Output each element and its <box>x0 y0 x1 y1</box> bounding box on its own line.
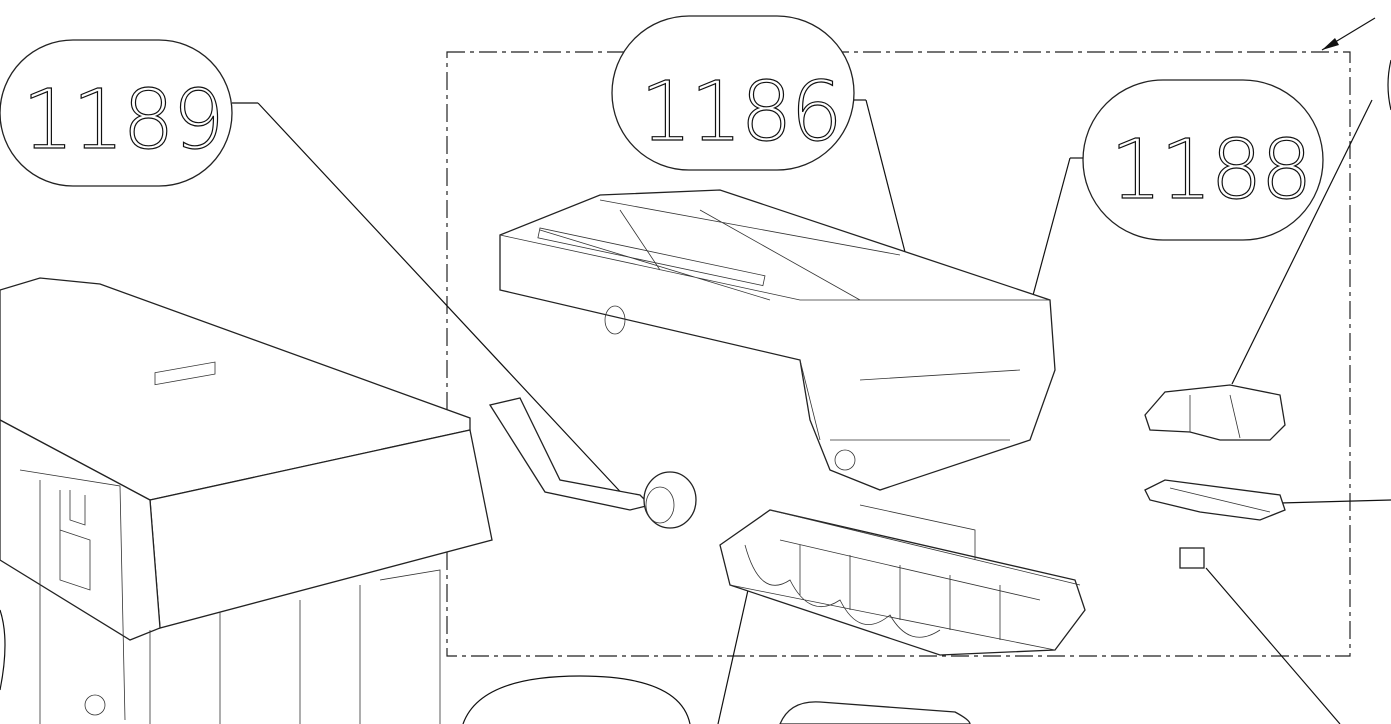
callout-1189[interactable]: 1189 <box>0 39 629 501</box>
ice-maker-clip <box>1144 479 1286 521</box>
ice-maker-housing <box>499 189 1056 491</box>
callout-label: 1188 <box>1110 123 1311 218</box>
callout-label: 1186 <box>640 65 841 160</box>
callout-1186[interactable]: 1186 <box>611 15 906 253</box>
ice-maker-bracket <box>1144 384 1286 441</box>
callout-label: 1189 <box>22 73 223 168</box>
assembly-boundary <box>446 51 1351 657</box>
ice-maker-arm <box>488 397 697 529</box>
callout-partial-bottom <box>462 675 691 724</box>
ice-tray <box>719 504 1086 656</box>
callout-partial-right <box>1387 59 1391 111</box>
ice-bucket-partial <box>779 701 971 724</box>
reference-square <box>1179 547 1205 569</box>
refrigerator-housing <box>0 277 493 724</box>
callout-1188[interactable]: 1188 <box>1007 79 1324 389</box>
